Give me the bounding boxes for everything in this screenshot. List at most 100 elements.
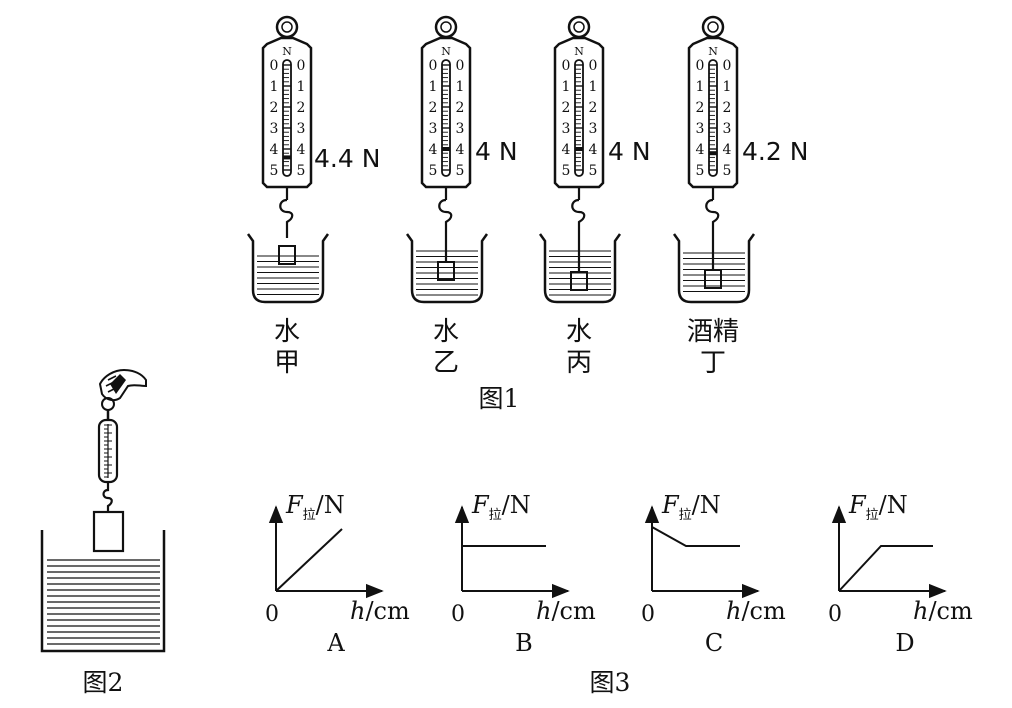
setup-label: 丙	[566, 348, 592, 378]
scale-numbers-left: 0 1 2 3 4 5	[562, 58, 571, 179]
scale-number: 3	[723, 121, 732, 137]
graph-d: F拉/N h/cm 0 D	[828, 491, 973, 657]
scale-number: 0	[723, 58, 732, 74]
reading-label: 4 N	[475, 137, 518, 166]
scale-number: 2	[429, 100, 438, 116]
liquid-lines	[47, 559, 160, 645]
beaker	[405, 233, 489, 304]
reading-label: 4.2 N	[742, 137, 808, 166]
scale-number: 2	[723, 100, 732, 116]
scale-number: 0	[270, 58, 279, 74]
scale-number: 5	[297, 163, 306, 179]
figure-3-caption: 图3	[590, 668, 631, 697]
scale-ticks	[104, 424, 112, 478]
liquid-lines	[549, 250, 611, 296]
liquid-lines	[416, 250, 478, 296]
reading-label: 4 N	[608, 137, 651, 166]
hand-icon	[98, 368, 147, 402]
scale-numbers-left: 0 1 2 3 4 5	[270, 58, 279, 179]
scale-number: 1	[696, 79, 705, 95]
scale-number: 0	[696, 58, 705, 74]
scale-number: 5	[562, 163, 571, 179]
submerged-block	[278, 245, 296, 265]
scale-ticks	[442, 64, 450, 171]
scale-numbers-right: 0 1 2 3 4 5	[456, 58, 465, 179]
scale-number: 3	[696, 121, 705, 137]
scale-unit-label: N	[708, 45, 718, 58]
scale-pointer	[709, 151, 717, 156]
scale-number: 1	[723, 79, 732, 95]
scale-number: 5	[589, 163, 598, 179]
scale-number: 3	[429, 121, 438, 137]
beaker	[246, 233, 330, 304]
figure-3: F拉/N h/cm 0 A F拉/N h/cm 0 B F拉/N h/cm 0 …	[265, 491, 973, 697]
y-axis-label: F拉/N	[848, 491, 908, 523]
x-axis-label: h/cm	[913, 597, 973, 625]
liquid-lines	[683, 252, 745, 293]
scale-number: 3	[270, 121, 279, 137]
submerged-block	[437, 261, 455, 281]
scale-number: 4	[297, 142, 306, 158]
liquid-label: 水	[274, 317, 300, 347]
scale-number: 2	[270, 100, 279, 116]
scale-number: 3	[297, 121, 306, 137]
beaker	[538, 233, 622, 304]
origin-label: 0	[265, 602, 279, 627]
scale-number: 5	[696, 163, 705, 179]
setup-yi: N 0 1 2 3 4 5 0 1 2 3 4 5	[405, 15, 518, 378]
scale-number: 4	[429, 142, 438, 158]
scale-number: 2	[297, 100, 306, 116]
scale-number: 5	[723, 163, 732, 179]
scale-numbers-right: 0 1 2 3 4 5	[589, 58, 598, 179]
origin-label: 0	[828, 602, 842, 627]
scale-ticks	[283, 64, 291, 171]
scale-number: 2	[696, 100, 705, 116]
scale-number: 1	[270, 79, 279, 95]
graph-label: D	[895, 629, 914, 657]
setup-label: 甲	[274, 348, 300, 378]
scale-number: 4	[456, 142, 465, 158]
x-axis-label: h/cm	[726, 597, 786, 625]
scale-number: 4	[589, 142, 598, 158]
scale-number: 4	[723, 142, 732, 158]
submerged-block	[570, 271, 588, 291]
spring-scale: N 0 1 2 3 4 5 0 1 2 3 4 5	[420, 15, 472, 262]
scale-number: 4	[696, 142, 705, 158]
figure-2: 图2	[40, 368, 166, 697]
scale-numbers-right: 0 1 2 3 4 5	[723, 58, 732, 179]
scale-unit-label: N	[441, 45, 451, 58]
graph-label: A	[326, 629, 345, 657]
scale-number: 0	[297, 58, 306, 74]
submerged-block	[704, 269, 722, 289]
x-axis-label: h/cm	[536, 597, 596, 625]
scale-number: 3	[456, 121, 465, 137]
scale-number: 3	[562, 121, 571, 137]
scale-pointer	[442, 147, 450, 151]
scale-number: 0	[589, 58, 598, 74]
scale-number: 5	[429, 163, 438, 179]
figure-1: N 0 1 2 3 4 5 0 1 2 3 4 5	[246, 15, 808, 413]
spring-scale: N 0 1 2 3 4 5 0 1 2 3 4 5	[687, 15, 739, 270]
scale-number: 4	[562, 142, 571, 158]
graph-b: F拉/N h/cm 0 B	[451, 491, 596, 657]
scale-unit-label: N	[574, 45, 584, 58]
spring-scale: N 0 1 2 3 4 5 0 1 2 3 4 5	[553, 15, 605, 272]
scale-number: 5	[456, 163, 465, 179]
spring-scale	[97, 397, 119, 512]
scale-number: 3	[589, 121, 598, 137]
reading-label: 4.4 N	[314, 144, 380, 173]
scale-number: 2	[589, 100, 598, 116]
x-axis-label: h/cm	[350, 597, 410, 625]
scale-ticks	[575, 64, 583, 171]
setup-label: 乙	[433, 348, 459, 378]
scale-number: 1	[456, 79, 465, 95]
scale-number: 0	[562, 58, 571, 74]
graph-a: F拉/N h/cm 0 A	[265, 491, 410, 657]
scale-number: 1	[562, 79, 571, 95]
figure-1-caption: 图1	[479, 384, 520, 413]
liquid-label: 水	[566, 317, 592, 347]
setup-jia: N 0 1 2 3 4 5 0 1 2 3 4 5	[246, 15, 380, 378]
y-axis-label: F拉/N	[285, 491, 345, 523]
scale-pointer	[575, 147, 583, 151]
